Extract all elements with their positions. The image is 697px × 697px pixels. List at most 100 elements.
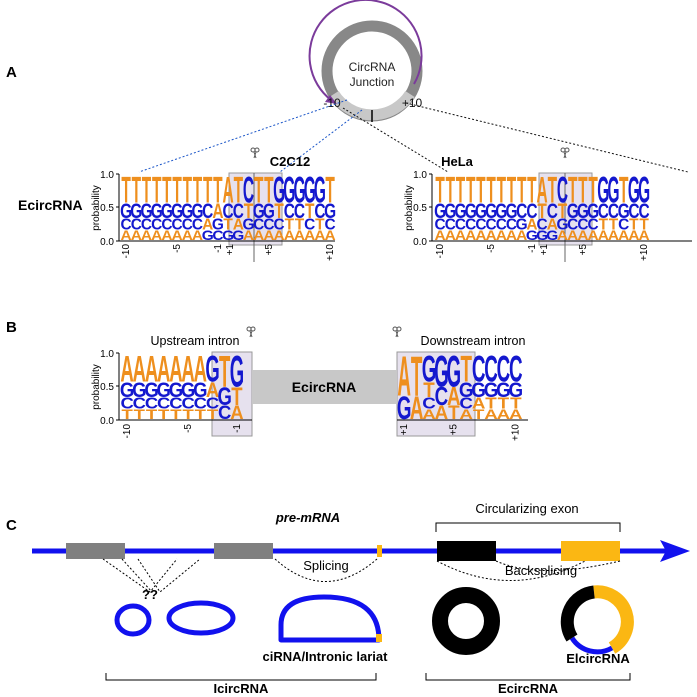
logo-letter-g: G [314,170,326,212]
ytick-hela-1: 1.0 [413,170,427,181]
logo-letter-c: C [486,216,497,233]
x-tick-label: -1 [232,424,243,433]
logo-letter-a: A [169,348,182,390]
logo-letter-g: G [484,379,499,402]
logo-letter-g: G [505,198,517,222]
logo-letter-g: G [628,170,640,212]
intronic-circle-oval [166,600,236,636]
logo-letter-g: G [324,198,336,222]
logo-letter-a: A [314,228,325,243]
logo-letter-g: G [577,198,589,222]
lariat-branch-mark [376,634,382,642]
logo-letter-a: A [445,228,456,243]
logo-column: AG [397,344,412,426]
logo-column: GCA [434,347,449,424]
logo-letter-c: C [274,216,285,233]
intronic-circle-small [114,603,152,637]
logo-letter-a: A [588,228,599,243]
logo-letter-c: C [284,198,295,222]
logo-letter-c: C [465,216,476,233]
logo-letter-a: A [435,228,446,243]
logo-letter-c: C [577,216,588,233]
logo-letter-c: C [304,216,315,233]
logo-letter-g: G [169,379,183,403]
logo-letter-g: G [607,170,619,212]
x-tick-label: +10 [511,424,522,441]
logo-letter-t: T [203,170,213,212]
logo-letter-g: G [444,198,456,222]
logo-letter-c: C [212,228,223,243]
x-tick-label: -10 [122,424,133,439]
logo-letter-c: C [194,394,207,413]
intron-branch-mark [377,545,382,557]
logo-letter-a: A [230,402,244,423]
logo-letter-a: A [435,403,449,424]
logo-letter-t: T [195,407,206,423]
logo-letter-t: T [305,198,315,222]
ylabel-b: probability [91,364,102,410]
logo-letter-a: A [628,228,639,243]
logo-letter-t: T [134,407,145,423]
logo-letter-g: G [120,379,134,403]
logo-letter-t: T [548,170,558,212]
scissors-icon [246,326,256,338]
logo-letter-g: G [232,228,244,243]
logo-letter-c: C [202,198,213,222]
logo-letter-t: T [295,216,305,233]
logo-letter-g: G [495,198,507,222]
xticks-hela: -10-5-1+1+5+10 [435,244,650,261]
icircrna-bracket [105,673,377,681]
logo-letter-t: T [254,170,264,212]
logo-letter-c: C [253,216,264,233]
logo-letter-g: G [446,347,461,397]
logo-letter-a: A [161,228,172,243]
logo-letter-a: A [465,228,476,243]
logo-letter-c: C [475,216,486,233]
logo-letter-c: C [484,348,498,390]
logo-letter-a: A [455,228,466,243]
ylabel-c2c12: probability [91,185,102,231]
logo-letter-g: G [496,379,511,402]
x-tick-label: +10 [639,244,650,261]
logo-letter-a: A [577,228,588,243]
logo-stacks-hela: TGCATGCATGCATGCATGCATGCATGCATGCATCGATCAG… [434,170,650,244]
logo-letter-t: T [315,216,325,233]
logo-letter-t: T [244,198,254,222]
logo-letter-g: G [144,379,158,403]
logo-letter-g: G [161,198,173,222]
logo-letter-g: G [567,198,579,222]
logo-letter-t: T [498,394,510,412]
logo-letter-t: T [510,394,522,412]
lariat-label: ciRNA/Intronic lariat [263,649,389,664]
panel-c-letter: C [6,517,17,534]
ecircrna-black-ring [432,587,500,655]
logo-letter-t: T [152,170,162,212]
logo-letter-a: A [157,348,170,390]
logo-letter-a: A [181,348,194,390]
x-tick-label: -5 [172,244,183,253]
logo-letter-g: G [536,228,548,243]
logo-letter-g: G [205,348,219,390]
